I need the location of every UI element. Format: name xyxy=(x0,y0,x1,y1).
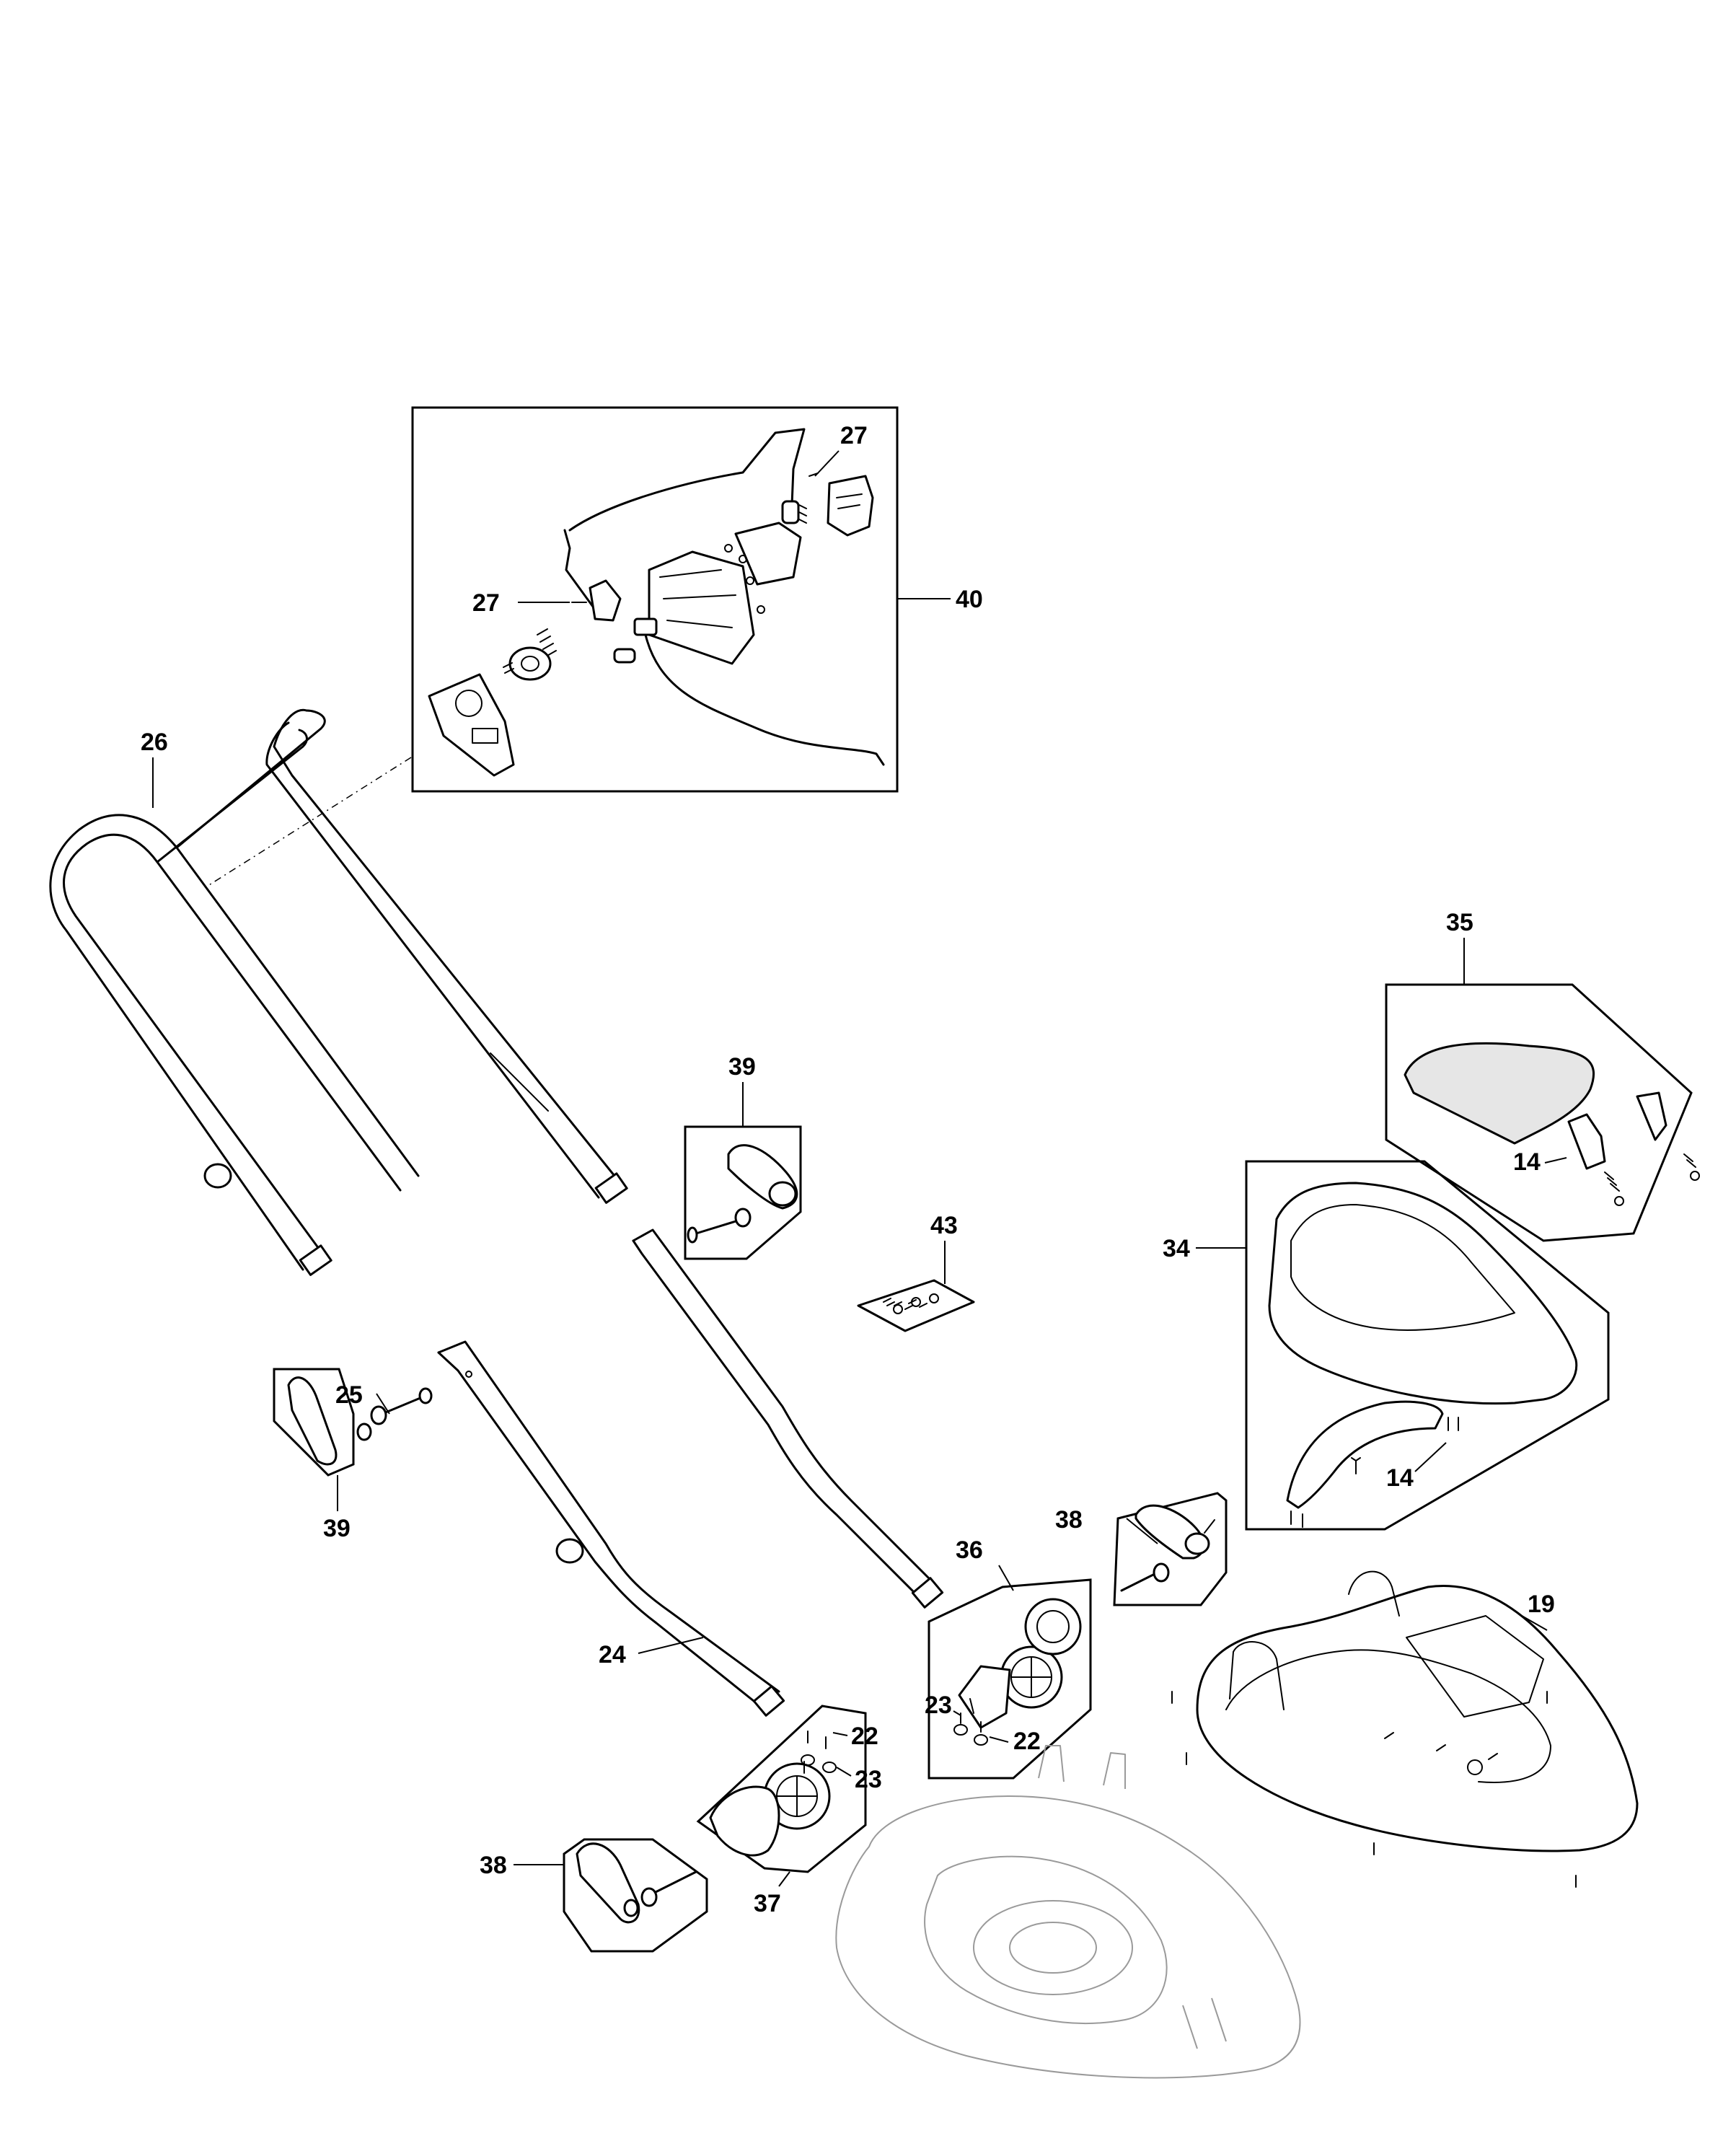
switch-assembly-group-40 xyxy=(205,406,899,888)
screw-bag-43 xyxy=(857,1279,975,1332)
grass-box-lid-group-35 xyxy=(1385,983,1700,1242)
body-cover-19 xyxy=(1171,1570,1639,1888)
lower-handle-right xyxy=(632,1228,944,1609)
handle-clip-lower xyxy=(555,1538,584,1564)
knob-group-39-lower xyxy=(273,1368,433,1477)
label-34: 34 xyxy=(1163,1235,1190,1262)
handle-clip xyxy=(203,1163,232,1189)
height-adjuster-group-37 xyxy=(696,1705,867,1873)
label-25: 25 xyxy=(335,1381,363,1409)
knob-group-38-lower xyxy=(563,1838,708,1953)
label-23-right: 23 xyxy=(925,1692,952,1719)
label-27-top: 27 xyxy=(840,422,868,449)
label-14-lid: 14 xyxy=(1513,1148,1541,1176)
label-38-upper: 38 xyxy=(1055,1506,1083,1534)
label-39-upper: 39 xyxy=(728,1053,756,1081)
label-24: 24 xyxy=(599,1641,626,1668)
knob-group-39-upper xyxy=(684,1125,802,1260)
label-22-left: 22 xyxy=(851,1723,878,1750)
height-adjuster-group-36 xyxy=(928,1578,1092,1780)
lower-handle-24 xyxy=(437,1340,785,1717)
upper-handle-26 xyxy=(49,708,628,1276)
label-40: 40 xyxy=(956,586,983,613)
label-19: 19 xyxy=(1528,1591,1555,1618)
label-37: 37 xyxy=(754,1890,781,1917)
label-39-lower: 39 xyxy=(323,1515,351,1542)
label-43: 43 xyxy=(930,1212,958,1239)
grass-box-group-34 xyxy=(1245,1160,1610,1531)
label-22-right: 22 xyxy=(1013,1728,1041,1755)
label-27-left: 27 xyxy=(472,589,500,617)
knob-group-38-upper xyxy=(1113,1492,1228,1606)
label-14-box: 14 xyxy=(1386,1464,1414,1492)
label-23-left: 23 xyxy=(855,1766,882,1793)
label-26: 26 xyxy=(141,729,168,756)
label-38-lower: 38 xyxy=(480,1852,507,1879)
mower-deck-outline xyxy=(835,1745,1301,2079)
label-36: 36 xyxy=(956,1536,983,1564)
label-35: 35 xyxy=(1446,909,1473,936)
